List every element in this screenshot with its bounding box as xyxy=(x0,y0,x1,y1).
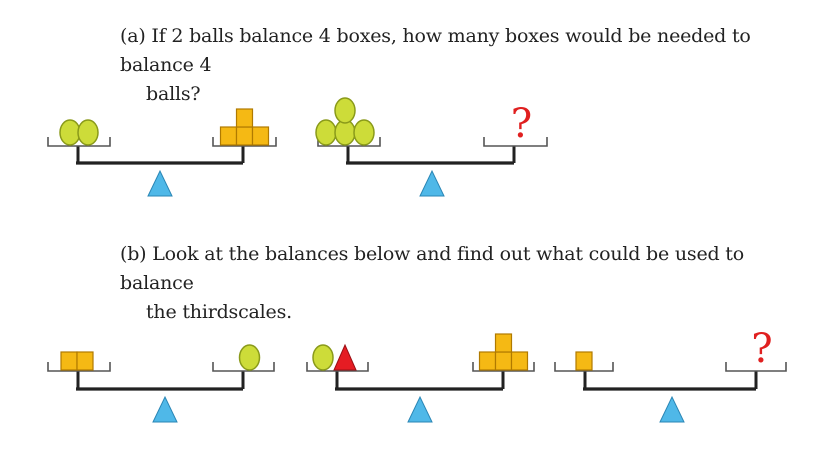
left-pan xyxy=(47,362,111,372)
right-pan xyxy=(483,137,548,147)
fulcrum-icon xyxy=(659,395,685,423)
box-icon xyxy=(510,351,529,371)
right-pan xyxy=(472,362,535,372)
box-icon xyxy=(76,351,94,371)
box-icon xyxy=(235,108,254,128)
question-mark-icon: ? xyxy=(511,101,532,147)
balance-a1 xyxy=(47,108,277,197)
box-icon xyxy=(494,333,513,353)
box-icon xyxy=(251,126,270,146)
box-icon xyxy=(219,126,238,146)
left-pan xyxy=(47,137,111,147)
box-icon xyxy=(235,126,254,146)
left-pan xyxy=(306,362,369,372)
box-icon xyxy=(494,351,513,371)
fulcrum-icon xyxy=(407,395,433,423)
question-mark-icon: ? xyxy=(751,326,772,372)
box-icon xyxy=(60,351,78,371)
balance-b1 xyxy=(47,344,275,423)
balance-b2 xyxy=(306,333,535,423)
question-b-line1: (b) Look at the balances below and find … xyxy=(120,243,744,294)
right-pan xyxy=(212,137,277,147)
ball-icon xyxy=(353,119,375,146)
ball-icon xyxy=(312,344,334,371)
left-pan xyxy=(317,137,381,147)
question-b: (b) Look at the balances below and find … xyxy=(120,240,820,327)
fulcrum-icon xyxy=(147,169,173,197)
box-icon xyxy=(478,351,497,371)
fulcrum-icon xyxy=(152,395,178,423)
question-a-line1: (a) If 2 balls balance 4 boxes, how many… xyxy=(120,25,751,76)
ball-icon xyxy=(77,119,99,146)
question-a-line2: balls? xyxy=(146,83,201,105)
question-a: (a) If 2 balls balance 4 boxes, how many… xyxy=(120,22,820,109)
right-pan xyxy=(725,362,787,372)
balance-b3: ? xyxy=(554,326,787,423)
box-icon xyxy=(575,351,593,371)
ball-icon xyxy=(59,119,81,146)
balance-a2: ? xyxy=(315,97,548,197)
cone-icon xyxy=(333,343,357,371)
fulcrum-icon xyxy=(419,169,445,197)
left-pan xyxy=(554,362,614,372)
ball-icon xyxy=(334,97,356,124)
ball-icon xyxy=(238,344,261,371)
right-pan xyxy=(212,362,275,372)
question-b-line2: the thirdscales. xyxy=(146,301,292,323)
ball-icon xyxy=(315,119,337,146)
